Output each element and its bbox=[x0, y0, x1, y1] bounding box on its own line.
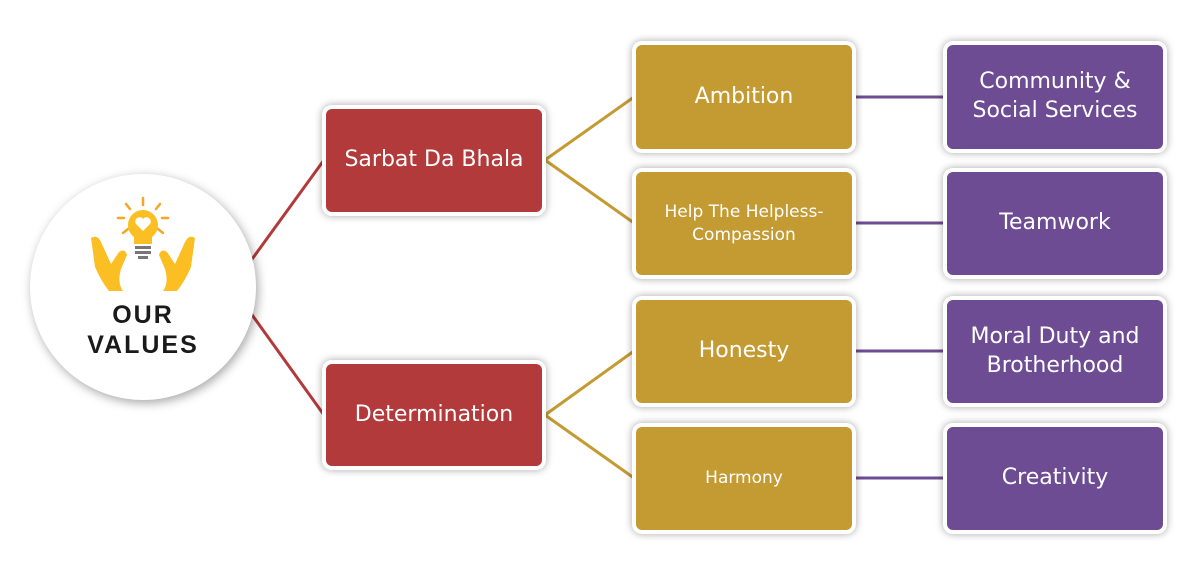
hands-lightbulb-heart-icon bbox=[91, 196, 195, 291]
connector-determination-honesty bbox=[544, 349, 635, 417]
value-ambition: Ambition bbox=[632, 41, 856, 153]
title-line-1: OUR bbox=[112, 301, 174, 329]
box-label: Community & Social Services bbox=[972, 69, 1138, 123]
value-harmony: Harmony bbox=[632, 423, 856, 534]
title-line-2: VALUES bbox=[87, 331, 199, 359]
value-community-social-services: Community & Social Services bbox=[943, 41, 1167, 153]
connector-center-determination bbox=[248, 311, 326, 416]
box-label: Teamwork bbox=[999, 210, 1111, 236]
value-moral-duty-brotherhood: Moral Duty and Brotherhood bbox=[943, 296, 1167, 407]
box-label: Harmony bbox=[705, 468, 783, 489]
box-label: Moral Duty and Brotherhood bbox=[970, 323, 1140, 378]
our-values-circle: OUR VALUES bbox=[30, 174, 256, 400]
value-teamwork: Teamwork bbox=[943, 168, 1167, 279]
connector-sarbat-ambition bbox=[544, 95, 635, 162]
value-help-the-helpless: Help The Helpless-Compassion bbox=[632, 168, 856, 279]
connector-determination-harmony bbox=[544, 413, 635, 480]
our-values-title: OUR VALUES bbox=[87, 300, 199, 360]
value-honesty: Honesty bbox=[632, 296, 856, 407]
value-determination: Determination bbox=[322, 360, 546, 470]
connector-sarbat-help bbox=[544, 158, 635, 225]
connector-center-sarbat bbox=[248, 159, 326, 263]
value-creativity: Creativity bbox=[943, 423, 1167, 534]
box-label: Determination bbox=[354, 401, 514, 427]
box-label: Creativity bbox=[1001, 465, 1109, 491]
value-sarbat-da-bhala: Sarbat Da Bhala bbox=[322, 105, 546, 216]
box-label: Honesty bbox=[698, 338, 790, 364]
box-label: Help The Helpless-Compassion bbox=[664, 202, 824, 245]
box-label: Ambition bbox=[694, 83, 794, 109]
box-label: Sarbat Da Bhala bbox=[344, 147, 524, 173]
